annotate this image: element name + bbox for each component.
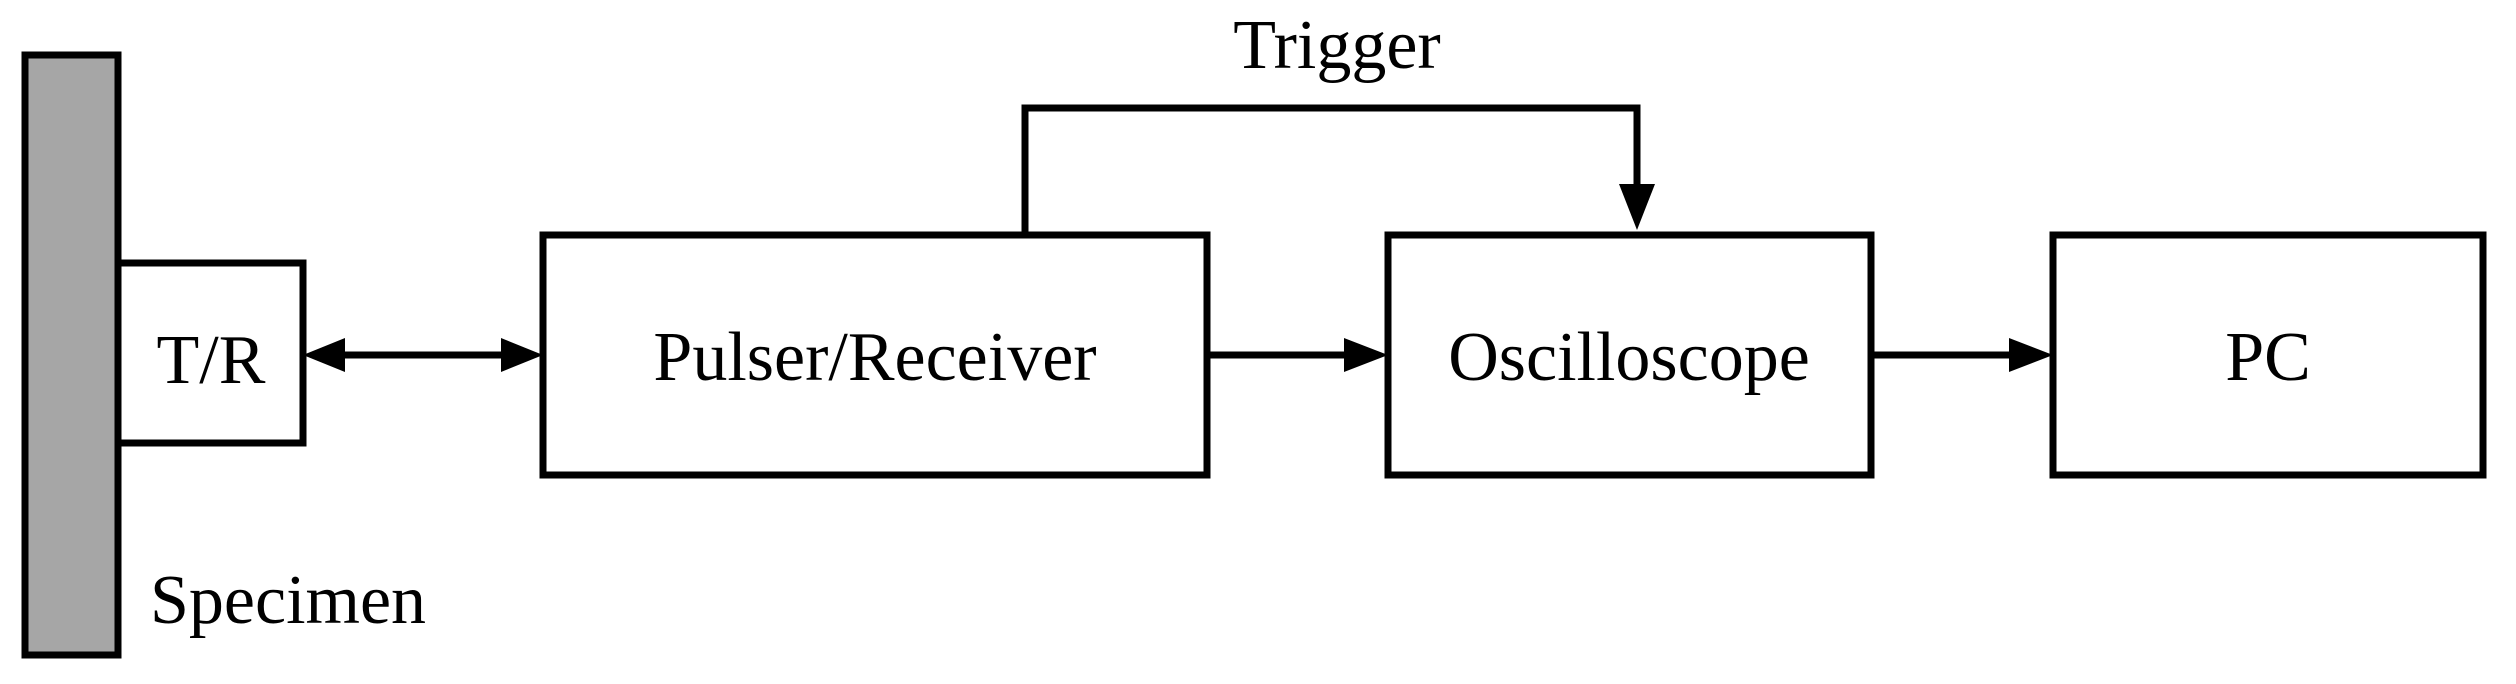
transducer-box bbox=[114, 259, 307, 447]
transducer-label: T/R bbox=[157, 322, 266, 399]
pulser-receiver-box bbox=[539, 231, 1211, 479]
specimen-label: Specimen bbox=[150, 562, 426, 639]
arrow-oscilloscope-to-pc bbox=[1871, 338, 2053, 372]
oscilloscope-label: Oscilloscope bbox=[1448, 319, 1810, 396]
trigger-label: Trigger bbox=[1233, 7, 1440, 84]
pulser-receiver-label: Pulser/Receiver bbox=[653, 319, 1096, 396]
oscilloscope-box bbox=[1384, 231, 1875, 479]
specimen-plate bbox=[21, 51, 122, 659]
trigger-arrow bbox=[1021, 104, 1655, 235]
bidirectional-arrow bbox=[303, 338, 543, 372]
arrow-pulser-to-oscilloscope bbox=[1207, 338, 1388, 372]
pc-box bbox=[2049, 231, 2487, 479]
pc-label: PC bbox=[2225, 319, 2311, 396]
